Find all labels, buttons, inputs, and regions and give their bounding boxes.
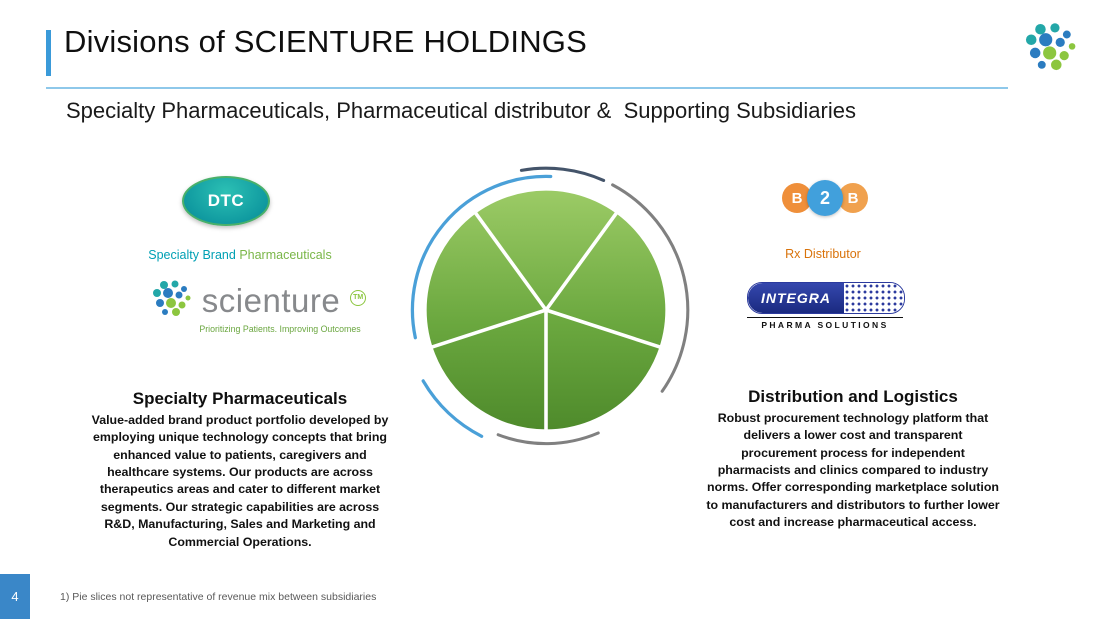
- trademark-icon: TM: [350, 290, 367, 306]
- pie-slice-separators: [431, 211, 661, 431]
- left-category-label: Specialty Brand Pharmaceuticals: [88, 248, 392, 262]
- scienture-wordmark: scienture: [201, 281, 341, 319]
- right-panel-heading: Distribution and Logistics: [748, 387, 958, 406]
- left-panel-body: Value-added brand product portfolio deve…: [91, 413, 389, 549]
- arc-navy-top: [519, 166, 606, 182]
- category-primary-text: Specialty Brand: [148, 248, 236, 262]
- page-number: 4: [11, 589, 19, 604]
- dtc-badge: DTC: [182, 176, 270, 226]
- b2b-badge: B 2 B: [775, 178, 875, 218]
- arc-gray-right: [611, 183, 690, 393]
- right-panel-body: Robust procurement technology platform t…: [706, 411, 1000, 530]
- scienture-logo-icon: [152, 280, 191, 316]
- arc-blue-topleft: [410, 174, 553, 340]
- page-number-strip: 4: [0, 574, 30, 619]
- integra-wordmark: INTEGRA: [761, 290, 831, 306]
- scienture-tagline: Prioritizing Patients. Improving Outcome…: [199, 324, 361, 334]
- dtc-badge-label: DTC: [207, 191, 245, 210]
- integra-subtext: PHARMA SOLUTIONS: [747, 317, 903, 330]
- pie-chart: [410, 166, 690, 446]
- page-title: Divisions of SCIENTURE HOLDINGS: [64, 24, 587, 59]
- right-category-label: Rx Distributor: [785, 247, 861, 261]
- category-secondary-text: Pharmaceuticals: [239, 248, 332, 262]
- b2b-circle-middle: 2: [807, 180, 843, 216]
- integra-halftone-pattern: [844, 283, 904, 313]
- left-panel-heading: Specialty Pharmaceuticals: [132, 389, 348, 408]
- company-logo-icon: [1025, 23, 1076, 71]
- title-underline: [46, 87, 1008, 89]
- arc-blue-bottomleft: [421, 379, 484, 438]
- page-subtitle: Specialty Pharmaceuticals, Pharmaceutica…: [66, 98, 856, 123]
- scienture-logo: scienture TM Prioritizing Patients. Impr…: [108, 278, 408, 334]
- footnote: 1) Pie slices not representative of reve…: [60, 591, 377, 603]
- arc-gray-bottom: [496, 431, 600, 446]
- title-accent-bar: [46, 30, 51, 76]
- b2b-circle-right: B: [838, 183, 868, 213]
- integra-logo: INTEGRA PHARMA SOLUTIONS: [747, 282, 905, 330]
